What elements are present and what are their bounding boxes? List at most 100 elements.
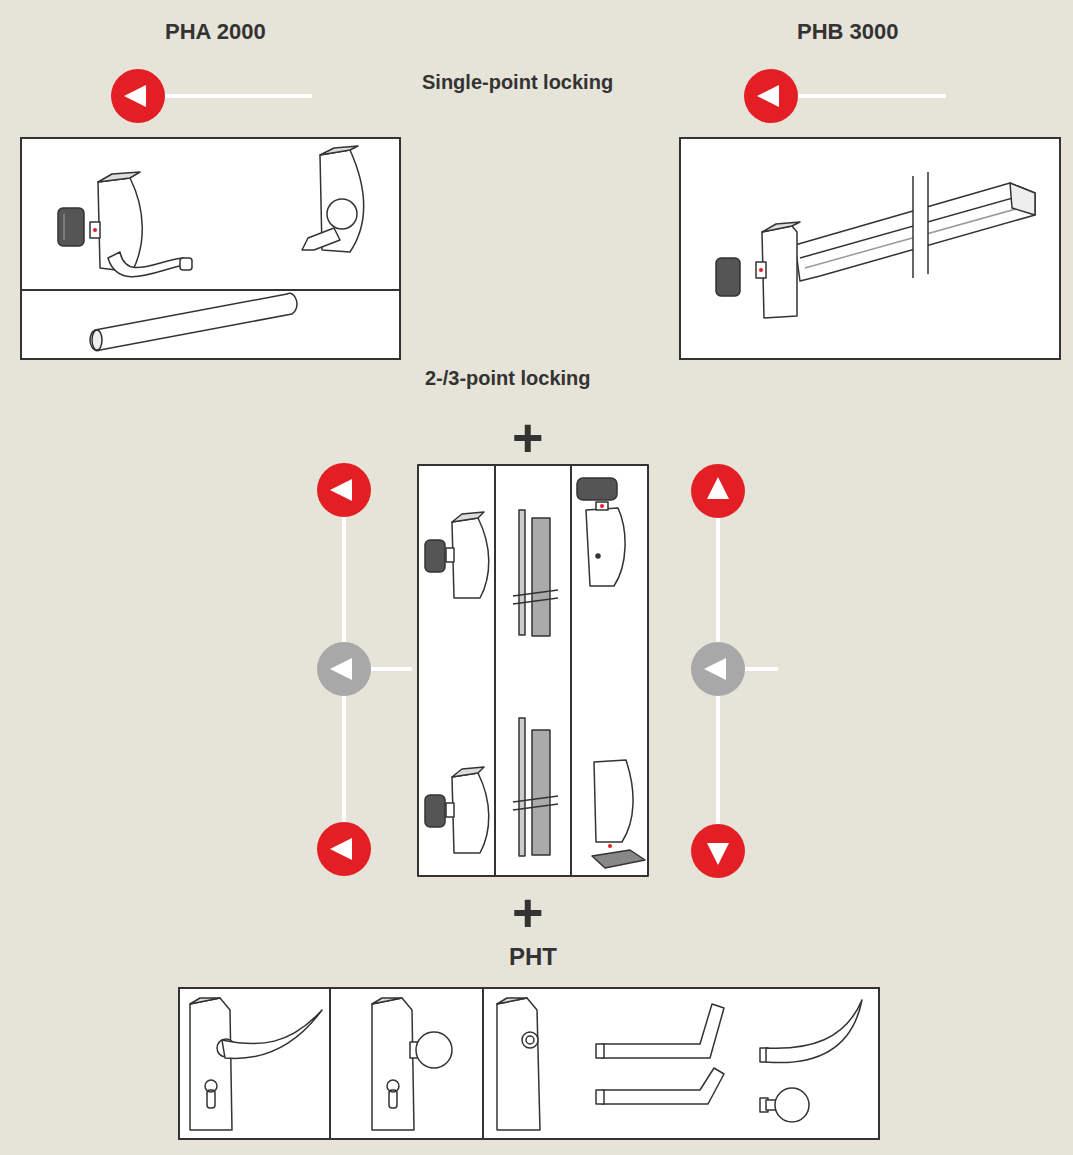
outside-handle-illustration-part (190, 998, 220, 1004)
panel-frame (20, 137, 401, 360)
multipoint-illustration-part (594, 760, 633, 842)
direction-marker-part (798, 94, 946, 98)
multipoint-illustration-part (596, 502, 608, 510)
lock-illustration (58, 146, 364, 351)
panic-bar-illustration-part (927, 172, 929, 274)
panel-ground-part (570, 465, 572, 876)
direction-marker-part (707, 843, 729, 865)
multipoint-illustration-part (592, 850, 645, 868)
outside-handle-illustration-part (190, 998, 232, 1130)
lock-illustration-part (302, 228, 340, 250)
multipoint-illustration-part (513, 796, 558, 802)
outside-handle-illustration-part (372, 998, 402, 1004)
product-panel: PHT (178, 940, 880, 1140)
multipoint-illustration-part (513, 590, 558, 596)
panel-ground-part (20, 289, 401, 291)
outside-handle-illustration-part (497, 998, 540, 1130)
outside-handle-illustration (190, 998, 862, 1130)
plus-sign: + (512, 410, 544, 464)
direction-marker (111, 69, 946, 878)
direction-marker-part (330, 479, 352, 501)
lock-illustration-part (90, 293, 297, 350)
product-heading: PHA 2000 (165, 19, 266, 45)
multipoint-illustration-part (425, 540, 445, 572)
panic-bar-illustration-part (762, 222, 800, 232)
multipoint-illustration-part (452, 773, 489, 853)
multipoint-illustration-part (577, 478, 617, 500)
direction-marker-part (691, 824, 745, 878)
direction-marker-part (745, 667, 778, 671)
outside-handle-illustration-part (526, 1036, 534, 1044)
direction-marker-part (744, 69, 798, 123)
direction-marker-part (704, 658, 726, 680)
outside-handle-illustration-part (497, 998, 527, 1004)
lock-illustration-part (180, 258, 192, 270)
product-heading: PHB 3000 (797, 19, 899, 45)
outside-handle-illustration-part (389, 1090, 397, 1108)
lock-illustration-part (108, 252, 183, 277)
outside-handle-illustration-part (602, 1004, 724, 1058)
direction-marker-part (691, 642, 745, 696)
outside-handle-illustration-part (596, 1090, 604, 1104)
multipoint-illustration-part (600, 504, 604, 508)
panic-bar-illustration-part (912, 176, 914, 278)
product-panel: PHA 2000 (20, 10, 401, 360)
panel-ground-part (178, 987, 880, 1140)
multipoint-illustration-part (519, 718, 525, 856)
multipoint-illustration-part (596, 554, 600, 558)
lock-illustration-part (327, 199, 357, 229)
outside-handle-illustration-part (416, 1032, 452, 1068)
panel-ground-part (418, 465, 648, 876)
lock-illustration-part (90, 222, 100, 238)
outside-handle-illustration-part (766, 1000, 862, 1063)
outside-handle-illustration-part (207, 1090, 215, 1108)
product-heading: PHT (509, 943, 557, 972)
panic-bar-illustration-part (913, 178, 928, 276)
lock-illustration-part (92, 330, 102, 350)
lock-illustration-part (63, 214, 65, 240)
lock-illustration-part (98, 172, 140, 182)
direction-marker-part (111, 69, 165, 123)
multipoint-illustration-part (586, 508, 625, 586)
outside-handle-illustration-part (602, 1068, 724, 1104)
direction-marker-part (330, 838, 352, 860)
panic-bar-illustration-part (716, 258, 740, 296)
multipoint-illustration-part (513, 804, 558, 810)
panic-bar-illustration-part (759, 268, 763, 272)
section-label: Single-point locking (422, 70, 613, 94)
direction-marker-part (691, 464, 745, 518)
panic-bar-illustration-part (762, 226, 797, 318)
outside-handle-illustration-part (522, 1032, 538, 1048)
plus-sign: + (512, 885, 544, 939)
panic-bar-illustration-part (800, 196, 1020, 258)
multipoint-illustration-part (532, 730, 550, 855)
panel-ground-part (679, 137, 1061, 360)
multipoint-illustration-part (519, 510, 525, 635)
multipoint-illustration-part (452, 518, 489, 598)
multipoint-illustration-part (452, 767, 484, 777)
direction-marker-part (124, 85, 146, 107)
direction-marker-part (330, 658, 352, 680)
panel-frame (178, 987, 880, 1140)
outside-handle-illustration-part (596, 1044, 604, 1058)
product-panel: PHB 3000 (679, 10, 1061, 360)
lock-illustration-part (320, 146, 358, 155)
outside-handle-illustration-part (775, 1088, 809, 1122)
outside-handle-illustration-part (222, 1010, 322, 1058)
section-label: 2-/3-point locking (425, 366, 591, 390)
panel-ground-part (494, 465, 496, 876)
panel-frame (679, 137, 1061, 360)
lock-illustration-part (93, 228, 97, 232)
multipoint-illustration (425, 478, 645, 868)
multipoint-illustration-part (446, 548, 454, 562)
direction-marker-part (165, 94, 312, 98)
outside-handle-illustration-part (372, 998, 414, 1130)
lock-illustration-part (58, 208, 84, 246)
direction-marker-part (317, 463, 371, 517)
multipoint-illustration-part (513, 598, 558, 604)
panel-ground-part (329, 987, 331, 1140)
direction-marker-part (757, 85, 779, 107)
panic-bar-illustration-part (1010, 183, 1035, 215)
